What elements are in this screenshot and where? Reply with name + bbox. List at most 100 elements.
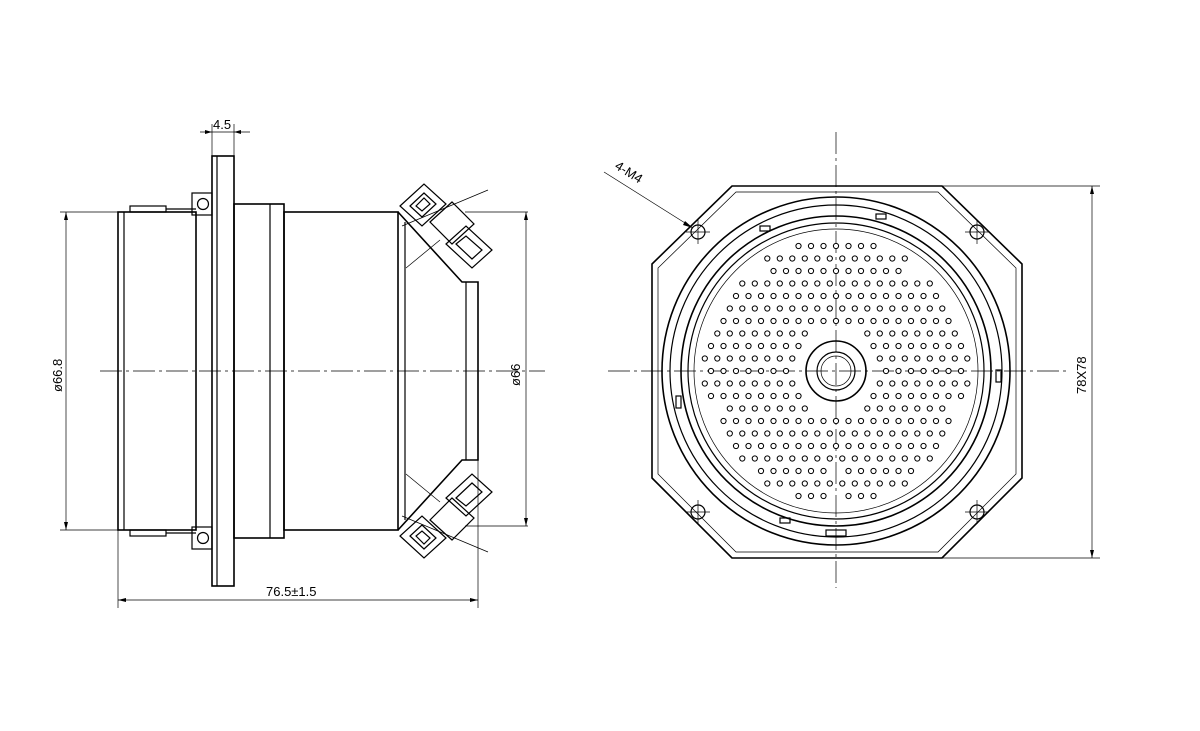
grille-hole	[776, 405, 783, 412]
grille-holes	[701, 242, 971, 500]
grille-hole	[820, 417, 827, 425]
grille-hole	[870, 467, 877, 475]
grille-hole	[870, 267, 877, 275]
grille-hole	[739, 455, 746, 462]
grille-hole	[732, 342, 740, 350]
outer-surround	[661, 196, 1011, 546]
grille-hole	[795, 417, 802, 425]
grille-hole	[945, 317, 952, 325]
grille-hole	[901, 380, 908, 387]
grille-hole	[814, 480, 821, 487]
grille-hole	[857, 492, 865, 500]
grille-hole	[776, 330, 783, 337]
body-diameter-label: ø66.8	[50, 359, 65, 392]
grille-hole	[757, 342, 765, 350]
grille-hole	[889, 280, 896, 287]
grille-hole	[857, 467, 865, 475]
grille-hole	[745, 292, 752, 300]
grille-hole	[776, 255, 783, 262]
grille-hole	[914, 355, 921, 362]
grille-hole	[945, 367, 952, 375]
grille-hole	[870, 442, 877, 450]
grille-hole	[895, 267, 902, 275]
grille-hole	[795, 292, 802, 300]
grille-hole	[726, 330, 733, 337]
grille-hole	[782, 417, 790, 425]
grille-hole	[795, 242, 802, 250]
grille-hole	[870, 342, 877, 350]
grille-hole	[851, 280, 858, 287]
grille-hole	[814, 455, 821, 462]
grille-hole	[926, 355, 933, 362]
grille-hole	[857, 242, 865, 250]
grille-hole	[864, 405, 871, 412]
grille-hole	[764, 380, 771, 387]
grille-hole	[739, 305, 746, 312]
grille-hole	[789, 380, 796, 387]
grille-hole	[782, 392, 790, 400]
grille-hole	[795, 342, 802, 350]
grille-hole	[795, 442, 802, 450]
grille-hole	[882, 392, 890, 400]
grille-hole	[789, 430, 796, 437]
grille-hole	[820, 242, 827, 250]
grille-hole	[732, 442, 740, 450]
grille-hole	[795, 492, 802, 500]
grille-hole	[751, 405, 758, 412]
grille-hole	[789, 330, 796, 337]
grille-hole	[851, 455, 858, 462]
grille-hole	[882, 367, 890, 375]
grille-hole	[764, 330, 771, 337]
grille-hole	[820, 492, 827, 500]
grille-hole	[782, 342, 790, 350]
grille-hole	[776, 305, 783, 312]
grille-hole	[782, 317, 790, 325]
grille-hole	[857, 417, 865, 425]
grille-hole	[832, 442, 840, 450]
grille-hole	[714, 330, 721, 337]
terminal-clip-top	[399, 183, 528, 269]
grille-hole	[920, 392, 927, 400]
grille-hole	[757, 292, 765, 300]
grille-hole	[726, 430, 733, 437]
grille-hole	[939, 355, 946, 362]
grille-hole	[876, 305, 883, 312]
grille-hole	[845, 317, 852, 325]
grille-hole	[882, 317, 890, 325]
grille-hole	[751, 430, 758, 437]
grille-hole	[739, 380, 746, 387]
grille-hole	[714, 380, 721, 387]
grille-hole	[889, 305, 896, 312]
grille-hole	[926, 405, 933, 412]
grille-hole	[876, 255, 883, 262]
grille-hole	[907, 392, 915, 400]
grille-hole	[882, 467, 890, 475]
grille-hole	[951, 355, 958, 362]
grille-hole	[895, 367, 902, 375]
grille-hole	[864, 280, 871, 287]
grille-hole	[876, 330, 883, 337]
grille-hole	[889, 430, 896, 437]
dust-cap-outer	[805, 340, 867, 402]
grille-hole	[726, 405, 733, 412]
grille-hole	[789, 255, 796, 262]
grille-hole	[826, 305, 833, 312]
grille-hole	[914, 455, 921, 462]
grille-hole	[757, 417, 765, 425]
grille-hole	[832, 417, 840, 425]
grille-hole	[920, 292, 927, 300]
mounting-holes	[686, 220, 989, 524]
grille-hole	[745, 392, 752, 400]
dim-body-diameter: ø66.8	[50, 211, 118, 531]
grille-hole	[701, 355, 708, 362]
grille-hole	[845, 292, 852, 300]
grille-hole	[870, 292, 877, 300]
grille-hole	[720, 317, 727, 325]
grille-hole	[801, 405, 808, 412]
grille-hole	[789, 480, 796, 487]
grille-hole	[807, 267, 815, 275]
grille-hole	[814, 255, 821, 262]
grille-hole	[751, 305, 758, 312]
grille-hole	[889, 255, 896, 262]
grille-hole	[782, 367, 790, 375]
